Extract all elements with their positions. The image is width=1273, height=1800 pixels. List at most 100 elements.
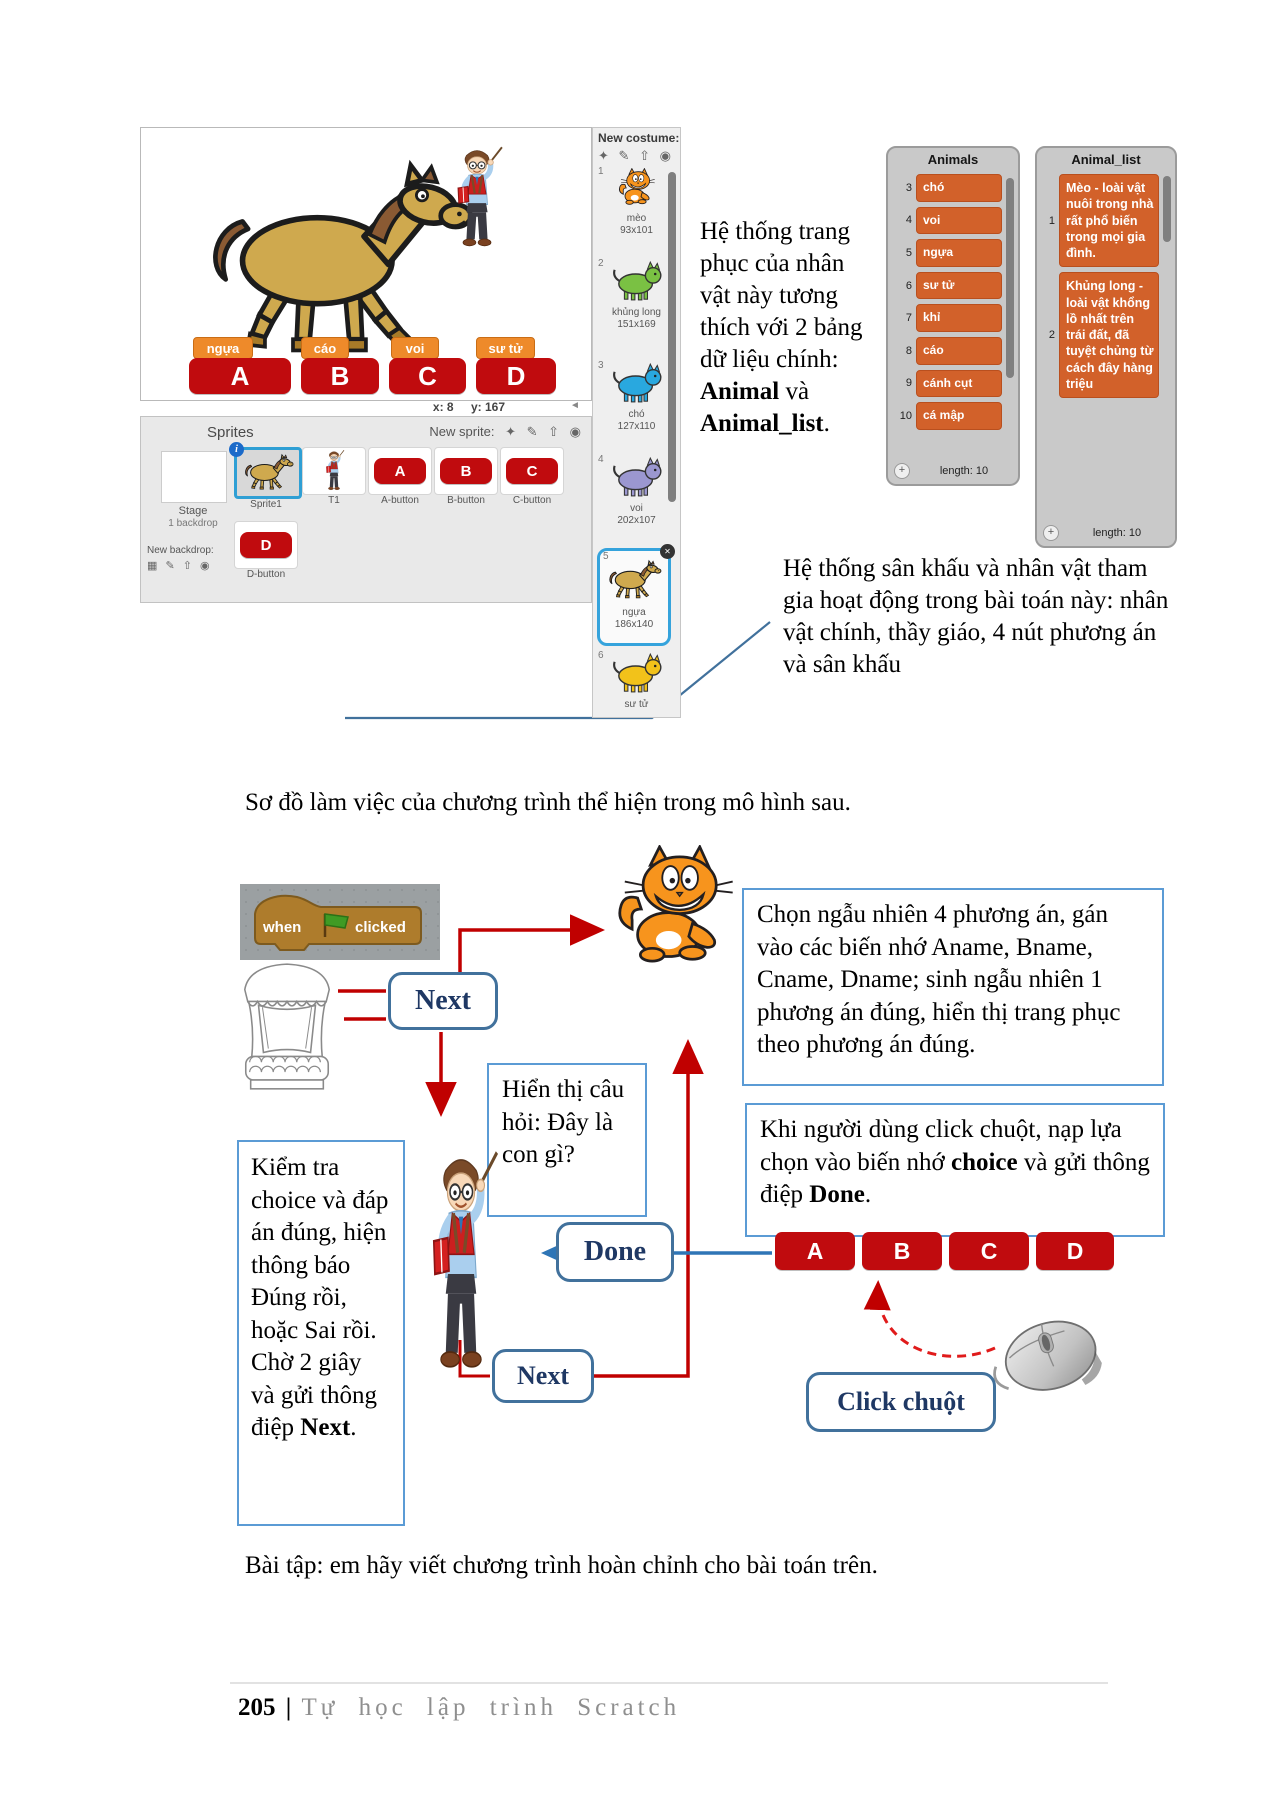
upload-backdrop-icon[interactable]: ⇧	[182, 560, 192, 572]
sprite-name: D-button	[246, 569, 286, 580]
costume-library-icon[interactable]: ✦	[598, 148, 609, 163]
costume-item-su-tu[interactable]: 6 sư tử	[593, 650, 680, 711]
animal-list-scrollbar[interactable]	[1163, 176, 1171, 242]
scroll-left-icon[interactable]: ◄	[570, 400, 580, 411]
arrow-next1-to-cat	[458, 914, 605, 972]
page-footer: 205 | Tự học lập trình Scratch	[238, 1694, 680, 1722]
hat-block-shape[interactable]: when clicked	[245, 890, 435, 954]
click-mouse-label: Click chuột	[806, 1372, 996, 1432]
text-segment: Khi người dùng click chuột, nạp lựa chọn…	[760, 1116, 1122, 1176]
list-cell[interactable]: Mèo - loài vật nuôi trong nhà rất phổ bi…	[1059, 174, 1159, 268]
stage-button-b[interactable]: B	[301, 358, 379, 394]
diagram-button-b[interactable]: B	[862, 1232, 942, 1270]
list-cell[interactable]: voi	[916, 206, 1002, 235]
upload-costume-icon[interactable]: ⇧	[639, 148, 650, 163]
costume-num: 5	[603, 551, 609, 562]
mouse-illustration	[993, 1320, 1102, 1391]
green-flag-icon	[324, 913, 349, 929]
costume-size: 127x110	[617, 421, 656, 432]
stage-thumbnail[interactable]	[161, 451, 227, 503]
sprite1-thumb[interactable]: i	[229, 442, 302, 499]
info-icon[interactable]: i	[229, 442, 244, 457]
block-clicked-text: clicked	[355, 919, 406, 936]
stage-curtain-illustration	[243, 963, 331, 1090]
sprite-card-a-button[interactable]: A A-button	[368, 447, 432, 506]
question-box: Hiển thị câu hỏi: Đây là con gì?	[487, 1063, 647, 1217]
stage-button-a[interactable]: A	[189, 358, 291, 394]
list-cell[interactable]: ngựa	[916, 239, 1002, 267]
t1-thumb[interactable]	[302, 447, 366, 495]
close-icon[interactable]: ✕	[660, 544, 675, 559]
label-cao[interactable]: cáo	[301, 337, 349, 359]
diagram-button-a[interactable]: A	[775, 1232, 855, 1270]
sprites-panel: Sprites New sprite: ✦ ✎ ⇧ ◉ Stage 1 back…	[140, 416, 592, 603]
sprite-card-t1[interactable]: T1	[302, 447, 366, 506]
sprite1-horse-thumb	[240, 453, 296, 493]
list-cell[interactable]: chó	[916, 174, 1002, 202]
next1-button[interactable]: Next	[388, 972, 498, 1030]
costume-item-khung-long[interactable]: 2 khủng long 151x169	[593, 258, 680, 332]
sprite-library-icon[interactable]: ✦	[505, 424, 516, 439]
backdrop-library-icon[interactable]: ▦	[147, 560, 158, 572]
costume-item-voi[interactable]: 4 voi 202x107	[593, 454, 680, 528]
camera-costume-icon[interactable]: ◉	[659, 148, 671, 163]
diagram-button-d[interactable]: D	[1036, 1232, 1114, 1270]
sprite-card-d-button[interactable]: D D-button	[234, 521, 298, 580]
animal-list-footer: + length: 10	[1037, 523, 1175, 541]
list-cell[interactable]: Khủng long - loài vật khổng lồ nhất trên…	[1059, 272, 1159, 398]
stage-button-d[interactable]: D	[476, 358, 556, 394]
x-label: x:	[432, 400, 444, 414]
paint-backdrop-icon[interactable]: ✎	[165, 560, 175, 572]
stage-thumb-sub: 1 backdrop	[168, 518, 218, 529]
label-su-tu[interactable]: sư tử	[476, 337, 535, 359]
c-button-thumb[interactable]: C	[500, 447, 564, 495]
list-cell[interactable]: khỉ	[916, 304, 1002, 332]
text-segment: và	[779, 378, 810, 405]
list-cell[interactable]: sư tử	[916, 271, 1002, 300]
new-costume-toolbar: ✦ ✎ ⇧ ◉	[598, 148, 671, 164]
new-sprite-toolbar: New sprite: ✦ ✎ ⇧ ◉	[429, 424, 581, 440]
sprite-card-b-button[interactable]: B B-button	[434, 447, 498, 506]
animal-list-bold: Animal_list	[700, 410, 824, 437]
book-title: Tự học lập trình Scratch	[301, 1694, 681, 1721]
text-segment: Hệ thống trang phục của nhân vật này tươ…	[700, 218, 863, 373]
list-cell[interactable]: cánh cụt	[916, 369, 1002, 398]
costume-item-cho[interactable]: 3 chó 127x110	[593, 360, 680, 434]
paint-costume-icon[interactable]: ✎	[618, 148, 630, 163]
diagram-button-c[interactable]: C	[949, 1232, 1029, 1270]
b-button-thumb[interactable]: B	[434, 447, 498, 495]
y-label: y:	[470, 400, 482, 414]
costume-size: 151x169	[617, 319, 656, 330]
d-button-thumb[interactable]: D	[234, 521, 298, 569]
stage-button-c[interactable]: C	[389, 358, 466, 394]
costume-num: 6	[598, 650, 604, 661]
row-index: 5	[905, 246, 912, 259]
add-item-button[interactable]: +	[1043, 525, 1059, 541]
camera-backdrop-icon[interactable]: ◉	[200, 560, 210, 572]
animal-bold: Animal	[700, 378, 780, 405]
label-voi[interactable]: voi	[391, 337, 439, 359]
done-button[interactable]: Done	[556, 1222, 674, 1282]
sprite-card-sprite1[interactable]: i Sprite1	[229, 442, 302, 510]
camera-sprite-icon[interactable]: ◉	[569, 424, 581, 439]
list-cell[interactable]: cáo	[916, 336, 1002, 365]
sprite-card-c-button[interactable]: C C-button	[500, 447, 564, 506]
costume-scrollbar[interactable]	[668, 172, 676, 502]
list-cell[interactable]: cá mập	[916, 402, 1002, 430]
next2-button[interactable]: Next	[492, 1349, 594, 1403]
block-when-text: when	[262, 919, 301, 936]
costume-item-meo[interactable]: 1 mèo 93x101	[593, 166, 680, 238]
upload-sprite-icon[interactable]: ⇧	[548, 424, 560, 439]
add-item-button[interactable]: +	[894, 463, 910, 479]
costume-item-ngua-selected[interactable]: 5 ✕ ngựa 186x140	[597, 544, 675, 646]
a-button-thumb[interactable]: A	[368, 447, 432, 495]
text-segment: Kiểm tra choice và đáp án đúng, hiện thô…	[251, 1154, 389, 1441]
row-index: 1	[1048, 214, 1055, 227]
label-ngua[interactable]: ngựa	[193, 337, 253, 359]
teacher-sprite	[443, 144, 511, 254]
choice-bold: choice	[950, 1148, 1018, 1176]
animals-scrollbar[interactable]	[1006, 178, 1014, 378]
costume-name: khủng long	[612, 306, 661, 318]
paint-sprite-icon[interactable]: ✎	[526, 424, 538, 439]
